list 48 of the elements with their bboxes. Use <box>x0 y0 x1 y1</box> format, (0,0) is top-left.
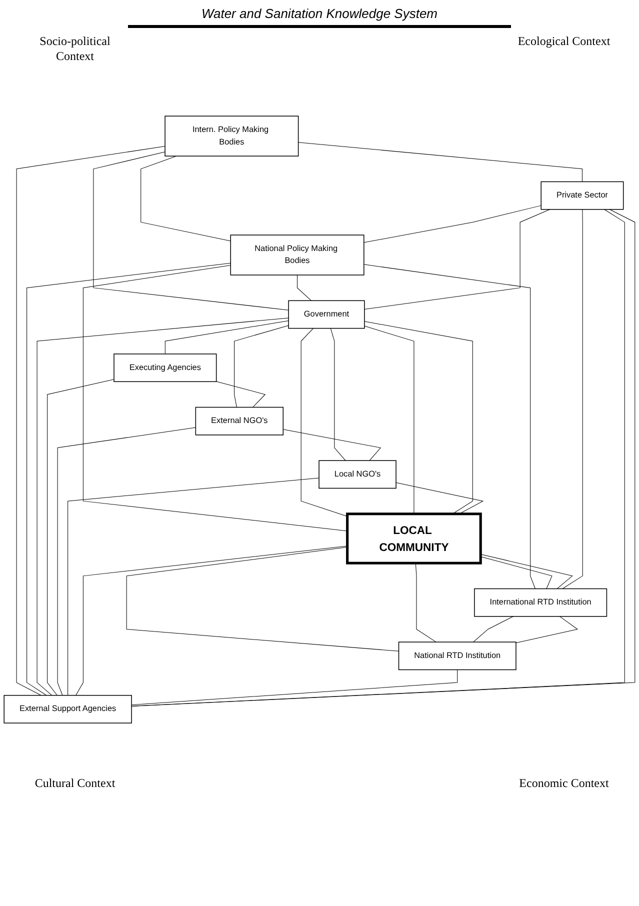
node-box: LOCAL COMMUNITY <box>346 513 482 565</box>
connector <box>216 382 266 408</box>
connector <box>26 263 231 696</box>
node-box: External NGO's <box>195 407 284 436</box>
node-box: National RTD Institution <box>398 642 516 671</box>
node-box: Government <box>288 300 365 330</box>
title: Water and Sanitation Knowledge System <box>128 0 512 28</box>
node-box: International RTD Institution <box>474 588 608 618</box>
connector <box>82 265 348 532</box>
connector <box>415 563 436 643</box>
connector <box>16 146 166 696</box>
node-box: External Support Agencies <box>4 695 132 724</box>
node-box: Private Sector <box>540 182 624 210</box>
connector <box>473 616 514 643</box>
connector <box>300 328 348 518</box>
connector <box>93 152 289 311</box>
connector <box>164 320 289 355</box>
connector <box>364 210 550 310</box>
connector <box>76 546 348 696</box>
connector <box>364 206 542 244</box>
connector <box>562 210 583 590</box>
connector <box>131 670 458 706</box>
connector <box>298 142 582 182</box>
context-label: Economic Context <box>518 776 610 791</box>
connector <box>330 328 346 462</box>
connector <box>297 275 312 302</box>
node-box: Executing Agencies <box>114 354 217 382</box>
connector <box>364 326 414 515</box>
connector <box>364 322 473 515</box>
connector <box>516 616 578 644</box>
connector <box>234 326 289 408</box>
connector <box>47 380 114 696</box>
connector <box>36 318 289 696</box>
connector <box>57 428 196 696</box>
connector <box>396 482 484 515</box>
connector <box>140 156 231 242</box>
connector <box>364 264 536 590</box>
connector <box>480 554 573 590</box>
connector <box>68 478 320 696</box>
node-box: Intern. Policy Making Bodies <box>164 116 299 157</box>
connector <box>480 556 552 590</box>
context-label: Socio-political Context <box>38 34 112 64</box>
connector <box>282 430 382 462</box>
node-box: Local NGO's <box>318 460 396 490</box>
context-label: Cultural Context <box>34 776 116 791</box>
connector <box>126 547 400 652</box>
node-box: National Policy Making Bodies <box>230 235 364 276</box>
context-label: Ecological Context <box>516 34 612 50</box>
